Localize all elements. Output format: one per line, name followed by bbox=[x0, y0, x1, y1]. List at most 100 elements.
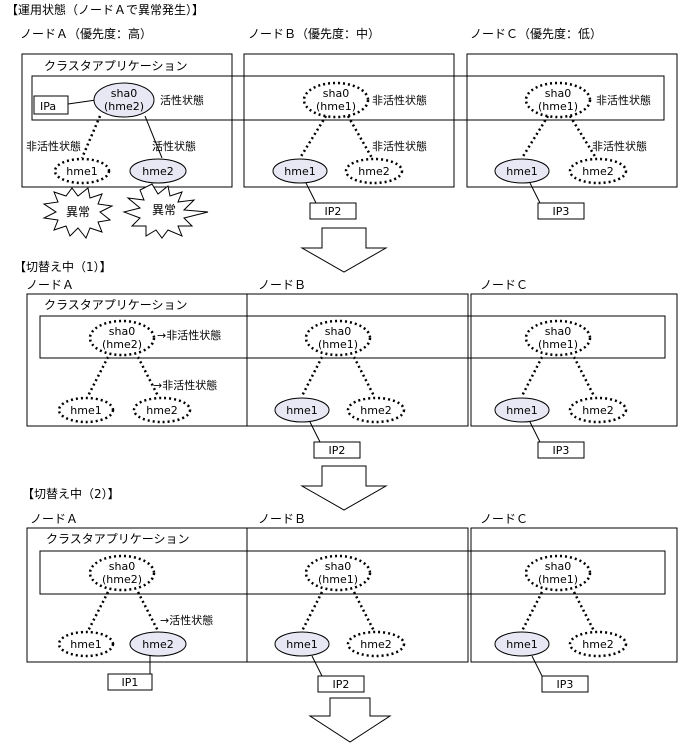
sha0-label: sha0 bbox=[325, 560, 351, 573]
hme2-label: hme2 bbox=[360, 638, 391, 651]
node-a-label: ノードＡ bbox=[26, 278, 74, 292]
hme2-state: →活性状態 bbox=[160, 613, 213, 627]
ip1-label-box bbox=[107, 673, 153, 691]
sha0-label: sha0 bbox=[111, 87, 137, 100]
sha0-iface: (hme2) bbox=[102, 573, 142, 586]
hme2-interface bbox=[568, 157, 628, 185]
hme2-interface bbox=[346, 396, 406, 424]
link-sha0-hme1 bbox=[520, 356, 544, 397]
stage-heading: 【切替え中（2）】 bbox=[22, 486, 120, 501]
sha0-virtual-interface bbox=[88, 319, 156, 357]
node-a-label: ノードＡ bbox=[30, 512, 78, 526]
hme1-interface bbox=[57, 396, 115, 424]
ip2-label-box bbox=[317, 675, 365, 693]
ip3-connector bbox=[529, 421, 550, 443]
link-sha0-hme2 bbox=[572, 356, 596, 397]
ip2-label-box bbox=[313, 441, 361, 459]
hme1-state: 非活性状態 bbox=[26, 139, 81, 153]
sha0-virtual-interface bbox=[524, 554, 592, 592]
hme1-label: hme1 bbox=[506, 638, 537, 651]
ip3-label: IP3 bbox=[553, 444, 570, 457]
cluster-application-label: クラスタアプリケーション bbox=[44, 298, 188, 312]
link-sha0-hme2 bbox=[144, 115, 163, 159]
hme1-label: hme1 bbox=[284, 165, 315, 178]
node-c-label: ノードＣ（優先度：低） bbox=[470, 26, 602, 41]
sha0-label: sha0 bbox=[323, 87, 349, 100]
sha0-label: sha0 bbox=[545, 560, 571, 573]
ip3-label-box bbox=[537, 202, 585, 220]
ip2-connector bbox=[305, 182, 326, 204]
hme1-label: hme1 bbox=[66, 165, 97, 178]
hme1-label: hme1 bbox=[506, 404, 537, 417]
hme2-label: hme2 bbox=[582, 404, 613, 417]
node-c-box bbox=[470, 527, 678, 663]
hme1-interface bbox=[57, 630, 115, 658]
hme2-label: hme2 bbox=[358, 165, 389, 178]
hme2-state: 非活性状態 bbox=[372, 139, 427, 153]
node-a-label: ノードＡ（優先度：高） bbox=[20, 26, 152, 41]
failure-burst-hme2 bbox=[122, 183, 209, 239]
sha0-iface: (hme1) bbox=[538, 338, 578, 351]
node-b-box bbox=[246, 527, 469, 663]
sha0-virtual-interface bbox=[304, 554, 372, 592]
link-sha0-hme2 bbox=[568, 115, 598, 159]
sha0-iface: (hme1) bbox=[538, 573, 578, 586]
stage-switching-2: 【切替え中（2）】 ノードＡ ノードＢ ノードＣ クラスタアプリケーション sh… bbox=[22, 486, 678, 743]
sha0-virtual-interface bbox=[302, 81, 370, 119]
hme2-label: hme2 bbox=[360, 404, 391, 417]
node-b-label: ノードＢ bbox=[258, 278, 306, 292]
sha0-iface: (hme2) bbox=[104, 100, 144, 113]
sha0-virtual-interface bbox=[93, 82, 155, 118]
ip2-label: IP2 bbox=[333, 678, 350, 691]
cluster-application-box bbox=[31, 75, 665, 121]
node-c-label: ノードＣ bbox=[480, 278, 528, 292]
hme1-interface bbox=[274, 397, 330, 423]
hme1-interface bbox=[274, 631, 330, 657]
link-sha0-hme2 bbox=[352, 356, 376, 397]
link-sha0-hme2 bbox=[136, 356, 160, 397]
sha0-label: sha0 bbox=[325, 325, 351, 338]
stage-heading: 【運用状態（ノードＡで異常発生）】 bbox=[6, 2, 204, 17]
node-b-box bbox=[246, 293, 469, 427]
hme1-label: hme1 bbox=[70, 638, 101, 651]
link-sha0-hme2 bbox=[346, 115, 374, 159]
transition-arrow bbox=[300, 227, 388, 273]
cluster-application-label: クラスタアプリケーション bbox=[46, 532, 190, 546]
hme1-label: hme1 bbox=[286, 404, 317, 417]
sha0-virtual-interface bbox=[524, 81, 592, 119]
hme1-interface bbox=[494, 158, 550, 184]
hme1-label: hme1 bbox=[506, 165, 537, 178]
hme2-state: 非活性状態 bbox=[592, 139, 647, 153]
failure-label-hme1: 異常 bbox=[66, 205, 90, 219]
sha0-virtual-interface bbox=[524, 319, 592, 357]
hme2-interface bbox=[568, 630, 628, 658]
link-sha0-hme1 bbox=[300, 591, 324, 632]
sha0-state: 非活性状態 bbox=[372, 93, 427, 107]
link-sha0-hme1 bbox=[520, 115, 550, 159]
link-sha0-hme1 bbox=[300, 356, 324, 397]
ip3-label-box bbox=[537, 441, 585, 459]
link-sha0-hme1 bbox=[86, 591, 110, 632]
ip2-connector bbox=[311, 655, 330, 677]
sha0-iface: (hme1) bbox=[316, 100, 356, 113]
hme2-state: 活性状態 bbox=[152, 139, 196, 153]
sha0-label: sha0 bbox=[109, 325, 135, 338]
hme2-interface bbox=[346, 630, 406, 658]
sha0-label: sha0 bbox=[545, 325, 571, 338]
ip2-connector bbox=[309, 421, 330, 443]
ip1-label: IP1 bbox=[122, 676, 139, 689]
ip2-label-box bbox=[309, 202, 357, 220]
hme2-label: hme2 bbox=[142, 638, 173, 651]
ip3-label: IP3 bbox=[557, 678, 574, 691]
hme2-label: hme2 bbox=[582, 165, 613, 178]
hme1-interface bbox=[53, 157, 111, 185]
sha0-iface: (hme2) bbox=[102, 338, 142, 351]
sha0-iface: (hme1) bbox=[538, 100, 578, 113]
ipa-connector bbox=[67, 99, 97, 105]
node-c-box bbox=[470, 293, 678, 427]
ip3-connector bbox=[529, 182, 550, 204]
hme2-interface bbox=[344, 157, 404, 185]
sha0-virtual-interface bbox=[304, 319, 372, 357]
sha0-state: 活性状態 bbox=[160, 93, 204, 107]
ipa-label: IPa bbox=[40, 100, 56, 113]
